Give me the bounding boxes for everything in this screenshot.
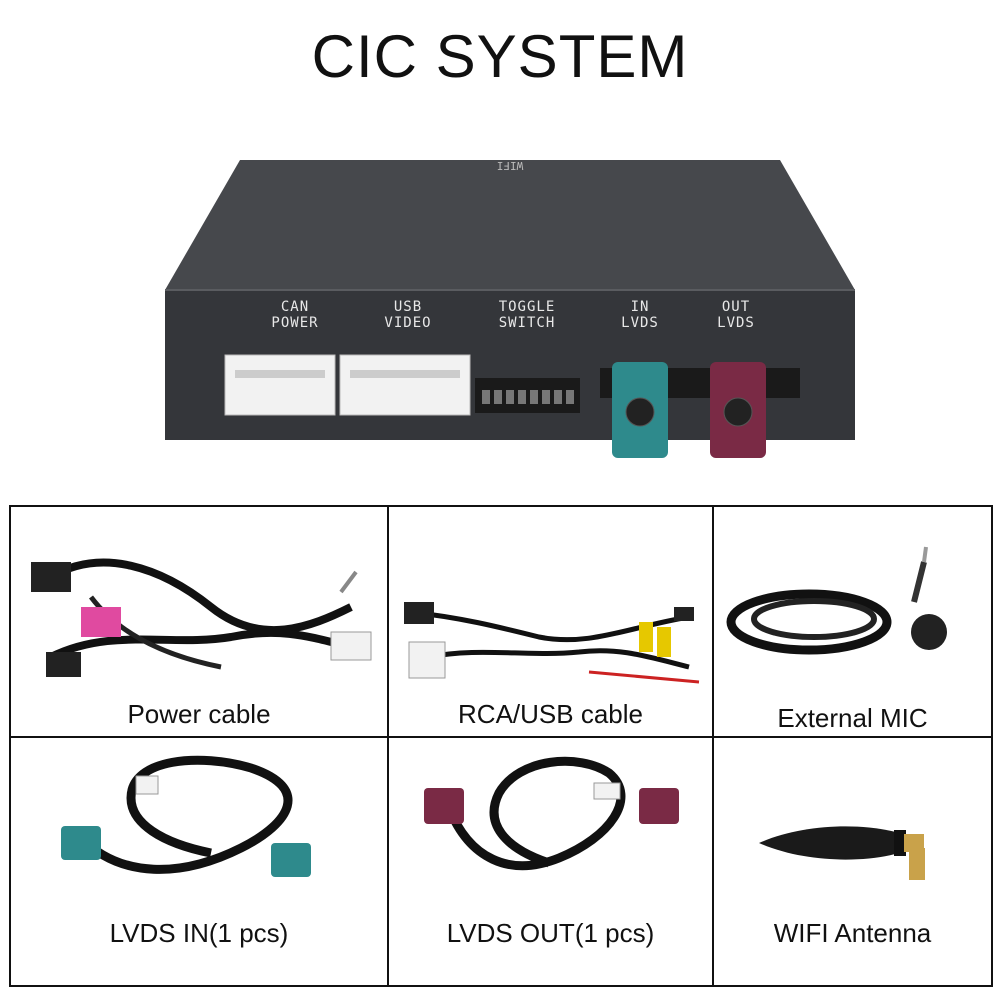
port-label-out: OUT [722,299,750,315]
rca-usb-cable-icon [404,602,700,684]
caption-power-cable: Power cable [127,699,271,729]
port-label-switch: SWITCH [499,315,556,331]
item-wifi-antenna: WIFI Antenna [714,738,991,985]
port-label-toggle: TOGGLE [499,299,556,315]
port-label-power: POWER [271,315,318,331]
caption-rca-usb-cable: RCA/USB cable [458,699,643,729]
caption-lvds-in: LVDS IN(1 pcs) [109,918,289,948]
usb-video-connector [339,354,471,416]
item-rca-usb-cable: RCA/USB cable [389,507,712,736]
microphone-icon [726,546,947,655]
caption-wifi-antenna: WIFI Antenna [773,918,932,948]
wifi-top-label: WIFI [497,159,524,172]
accessory-grid: Power cable RCA/USB cable External MIC [9,505,993,987]
caption-external-mic: External MIC [777,703,928,733]
caption-lvds-out: LVDS OUT(1 pcs) [446,918,655,948]
port-label-video: VIDEO [384,315,431,331]
item-lvds-out: LVDS OUT(1 pcs) [389,738,712,985]
device-top-surface [165,160,855,290]
cic-module-device: CAN POWER USB VIDEO TOGGLE SWITCH IN LVD… [150,150,870,470]
grid-divider [387,507,389,985]
port-label-lvds-in: LVDS [621,315,659,331]
item-power-cable: Power cable [11,507,387,736]
page-title: CIC SYSTEM [311,23,689,90]
device-illustration: CAN POWER USB VIDEO TOGGLE SWITCH IN LVD… [165,159,855,458]
item-external-mic: External MIC [714,507,991,736]
lvds-out-cable-icon [424,756,679,871]
can-power-connector [224,354,336,416]
grid-divider [11,736,991,738]
toggle-switch [475,378,580,413]
port-label-lvds-out: LVDS [717,315,755,331]
power-cable-icon [31,558,372,677]
antenna-icon [759,826,925,880]
port-label-usb: USB [394,299,422,315]
grid-divider [712,507,714,985]
port-label-in: IN [631,299,650,315]
item-lvds-in: LVDS IN(1 pcs) [11,738,387,985]
port-label-can: CAN [281,299,309,315]
lvds-in-cable-icon [61,755,311,877]
